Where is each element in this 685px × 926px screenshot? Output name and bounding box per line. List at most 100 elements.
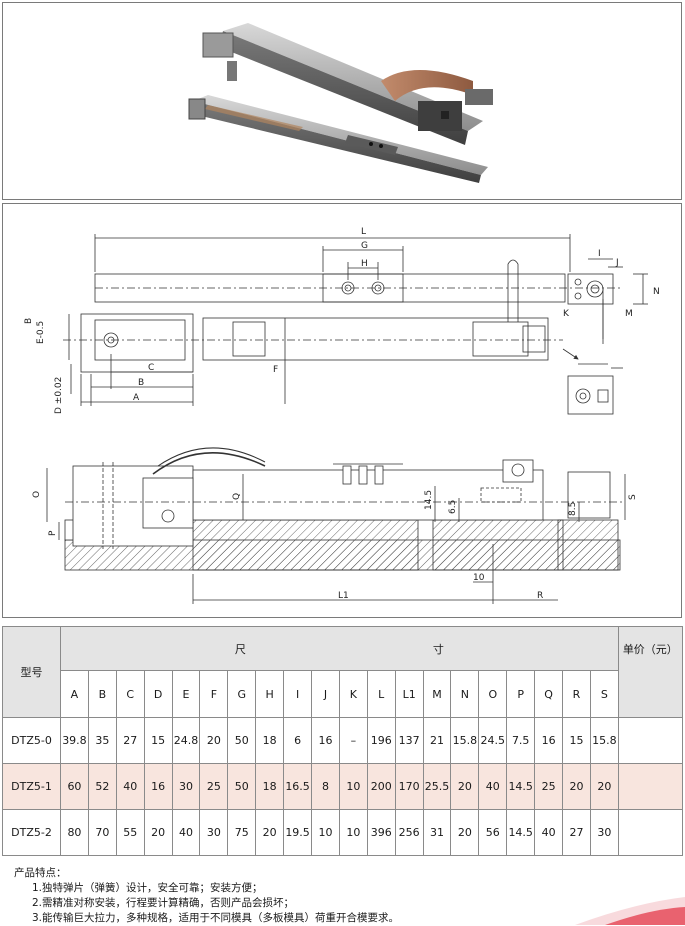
column-header-l1: L1 <box>394 670 424 718</box>
product-photo-panel <box>2 2 682 200</box>
column-header-i: I <box>283 670 313 718</box>
value-cell: 396 <box>366 809 396 856</box>
value-cell: 39.8 <box>60 717 89 764</box>
column-header-d: D <box>143 670 173 718</box>
label-A: A <box>133 393 140 403</box>
label-6-5: 6.5 <box>448 500 458 514</box>
value-cell: 40 <box>534 809 564 856</box>
value-cell: 30 <box>589 809 619 856</box>
value-cell: 80 <box>60 809 89 856</box>
column-header-q: Q <box>534 670 564 718</box>
label-I: I <box>598 249 601 259</box>
label-Q: Q <box>232 493 242 500</box>
label-K: K <box>563 309 570 319</box>
column-header-j: J <box>311 670 340 718</box>
model-cell: DTZ5-1 <box>2 763 61 810</box>
value-cell: 27 <box>115 717 145 764</box>
size-header-right: 寸 <box>432 642 444 656</box>
label-H: H <box>361 259 368 269</box>
label-N: N <box>653 287 660 297</box>
value-cell: 16 <box>534 717 564 764</box>
value-cell: 50 <box>227 717 257 764</box>
value-cell: 21 <box>422 717 452 764</box>
value-cell: 14.5 <box>506 763 536 810</box>
column-header-s: S <box>589 670 619 718</box>
label-G: G <box>361 241 368 251</box>
value-cell: 15.8 <box>589 717 619 764</box>
value-cell: 20 <box>450 763 480 810</box>
label-B: B <box>138 378 144 388</box>
decorative-swoosh <box>575 897 685 925</box>
value-cell: 8 <box>311 763 340 810</box>
label-F: F <box>273 365 278 375</box>
value-cell: – <box>338 717 368 764</box>
value-cell: 70 <box>87 809 117 856</box>
column-header-e: E <box>171 670 201 718</box>
label-L: L <box>361 227 366 237</box>
value-cell: 20 <box>255 809 285 856</box>
value-cell: 52 <box>87 763 117 810</box>
value-cell: 6 <box>283 717 313 764</box>
size-header: 尺 寸 <box>60 626 619 671</box>
value-cell: 18 <box>255 763 285 810</box>
price-cell <box>617 809 683 856</box>
value-cell: 35 <box>87 717 117 764</box>
value-cell: 30 <box>199 809 229 856</box>
feature-item-1: 1.独特弹片（弹簧）设计，安全可靠；安装方便； <box>32 882 263 894</box>
label-L1: L1 <box>338 591 349 601</box>
column-header-a: A <box>60 670 89 718</box>
column-header-h: H <box>255 670 285 718</box>
value-cell: 20 <box>199 717 229 764</box>
label-R: R <box>537 591 543 601</box>
product-features: 产品特点： 1.独特弹片（弹簧）设计，安全可靠；安装方便； 2.需精准对称安装，… <box>14 866 399 926</box>
value-cell: 16 <box>311 717 340 764</box>
price-cell <box>617 717 683 764</box>
value-cell: 16.5 <box>283 763 313 810</box>
value-cell: 50 <box>227 763 257 810</box>
value-cell: 196 <box>366 717 396 764</box>
value-cell: 55 <box>115 809 145 856</box>
value-cell: 16 <box>143 763 173 810</box>
label-M: M <box>625 309 633 319</box>
technical-drawing-panel: L G H I J N M K C B A F B E-0.5 D ±0.02 … <box>2 203 682 618</box>
column-header-g: G <box>227 670 257 718</box>
value-cell: 15.8 <box>450 717 480 764</box>
value-cell: 25.5 <box>422 763 452 810</box>
column-header-b: B <box>87 670 117 718</box>
label-14-5: 14.5 <box>424 490 434 510</box>
value-cell: 20 <box>562 763 591 810</box>
model-cell: DTZ5-0 <box>2 717 61 764</box>
label-10: 10 <box>473 573 485 583</box>
value-cell: 256 <box>394 809 424 856</box>
value-cell: 25 <box>534 763 564 810</box>
value-cell: 19.5 <box>283 809 313 856</box>
label-S: S <box>628 494 638 500</box>
value-cell: 75 <box>227 809 257 856</box>
value-cell: 14.5 <box>506 809 536 856</box>
feature-item-2: 2.需精准对称安装，行程要计算精确，否则产品会损坏； <box>32 897 295 909</box>
column-header-l: L <box>366 670 396 718</box>
value-cell: 137 <box>394 717 424 764</box>
column-header-c: C <box>115 670 145 718</box>
value-cell: 10 <box>338 809 368 856</box>
technical-drawing: L G H I J N M K C B A F B E-0.5 D ±0.02 … <box>24 227 660 604</box>
value-cell: 56 <box>478 809 508 856</box>
column-header-f: F <box>199 670 229 718</box>
value-cell: 30 <box>171 763 201 810</box>
label-P: P <box>48 530 58 536</box>
value-cell: 170 <box>394 763 424 810</box>
value-cell: 40 <box>478 763 508 810</box>
value-cell: 25 <box>199 763 229 810</box>
column-header-k: K <box>338 670 368 718</box>
value-cell: 20 <box>143 809 173 856</box>
label-E-tol: E-0.5 <box>36 321 46 344</box>
label-8-5: 8.5 <box>568 502 578 516</box>
value-cell: 18 <box>255 717 285 764</box>
value-cell: 31 <box>422 809 452 856</box>
label-J: J <box>615 258 619 268</box>
